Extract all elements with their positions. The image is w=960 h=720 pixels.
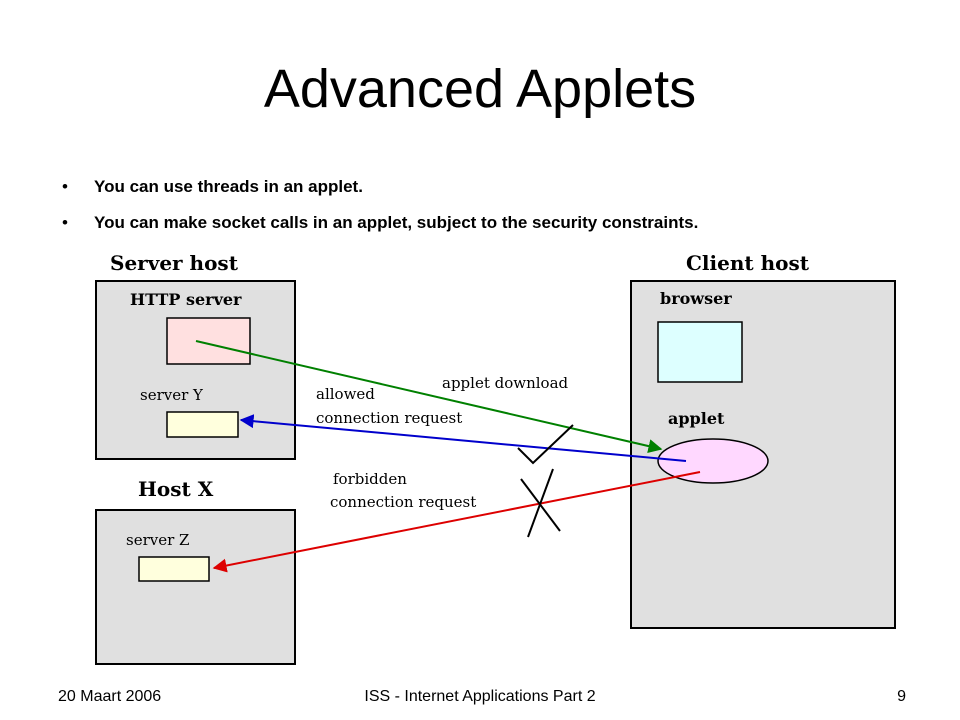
- allowed-connection-label: connection request: [316, 409, 462, 427]
- applet-ellipse: [657, 438, 769, 484]
- client-host-label: Client host: [686, 251, 810, 275]
- allowed-label: allowed: [316, 385, 375, 403]
- server-z-box: [138, 556, 210, 582]
- forbidden-connection-arrow: [212, 471, 701, 573]
- forbidden-connection-label: connection request: [330, 493, 476, 511]
- bullet-item: • You can use threads in an applet.: [62, 172, 698, 208]
- host-x-label: Host X: [138, 477, 214, 501]
- footer-course: ISS - Internet Applications Part 2: [364, 688, 596, 705]
- footer-date: 20 Maart 2006: [58, 688, 162, 705]
- bullet-item: • You can make socket calls in an applet…: [62, 208, 698, 244]
- server-z-label: server Z: [126, 531, 189, 549]
- http-server-box: [166, 317, 251, 365]
- bullet-list: • You can use threads in an applet. • Yo…: [62, 172, 698, 244]
- bullet-symbol: •: [62, 213, 68, 232]
- slide-title: Advanced Applets: [263, 59, 697, 119]
- checkmark-icon: [517, 424, 574, 465]
- browser-box: [657, 321, 743, 383]
- applet-label: applet: [668, 409, 725, 428]
- footer-page-number: 9: [897, 688, 906, 705]
- cross-icon: [520, 468, 561, 538]
- browser-label: browser: [660, 289, 732, 308]
- server-host-label: Server host: [110, 251, 239, 275]
- bullet-text: You can make socket calls in an applet, …: [94, 213, 699, 232]
- forbidden-label: forbidden: [333, 470, 407, 488]
- http-server-label: HTTP server: [130, 290, 242, 309]
- server-y-label: server Y: [140, 386, 204, 404]
- host-x-box: [95, 509, 296, 665]
- applet-download-label: applet download: [442, 374, 569, 392]
- server-y-box: [166, 411, 239, 438]
- allowed-connection-arrow: [239, 414, 687, 462]
- bullet-text: You can use threads in an applet.: [94, 177, 363, 196]
- applet-download-arrow: [195, 340, 663, 453]
- bullet-symbol: •: [62, 177, 68, 196]
